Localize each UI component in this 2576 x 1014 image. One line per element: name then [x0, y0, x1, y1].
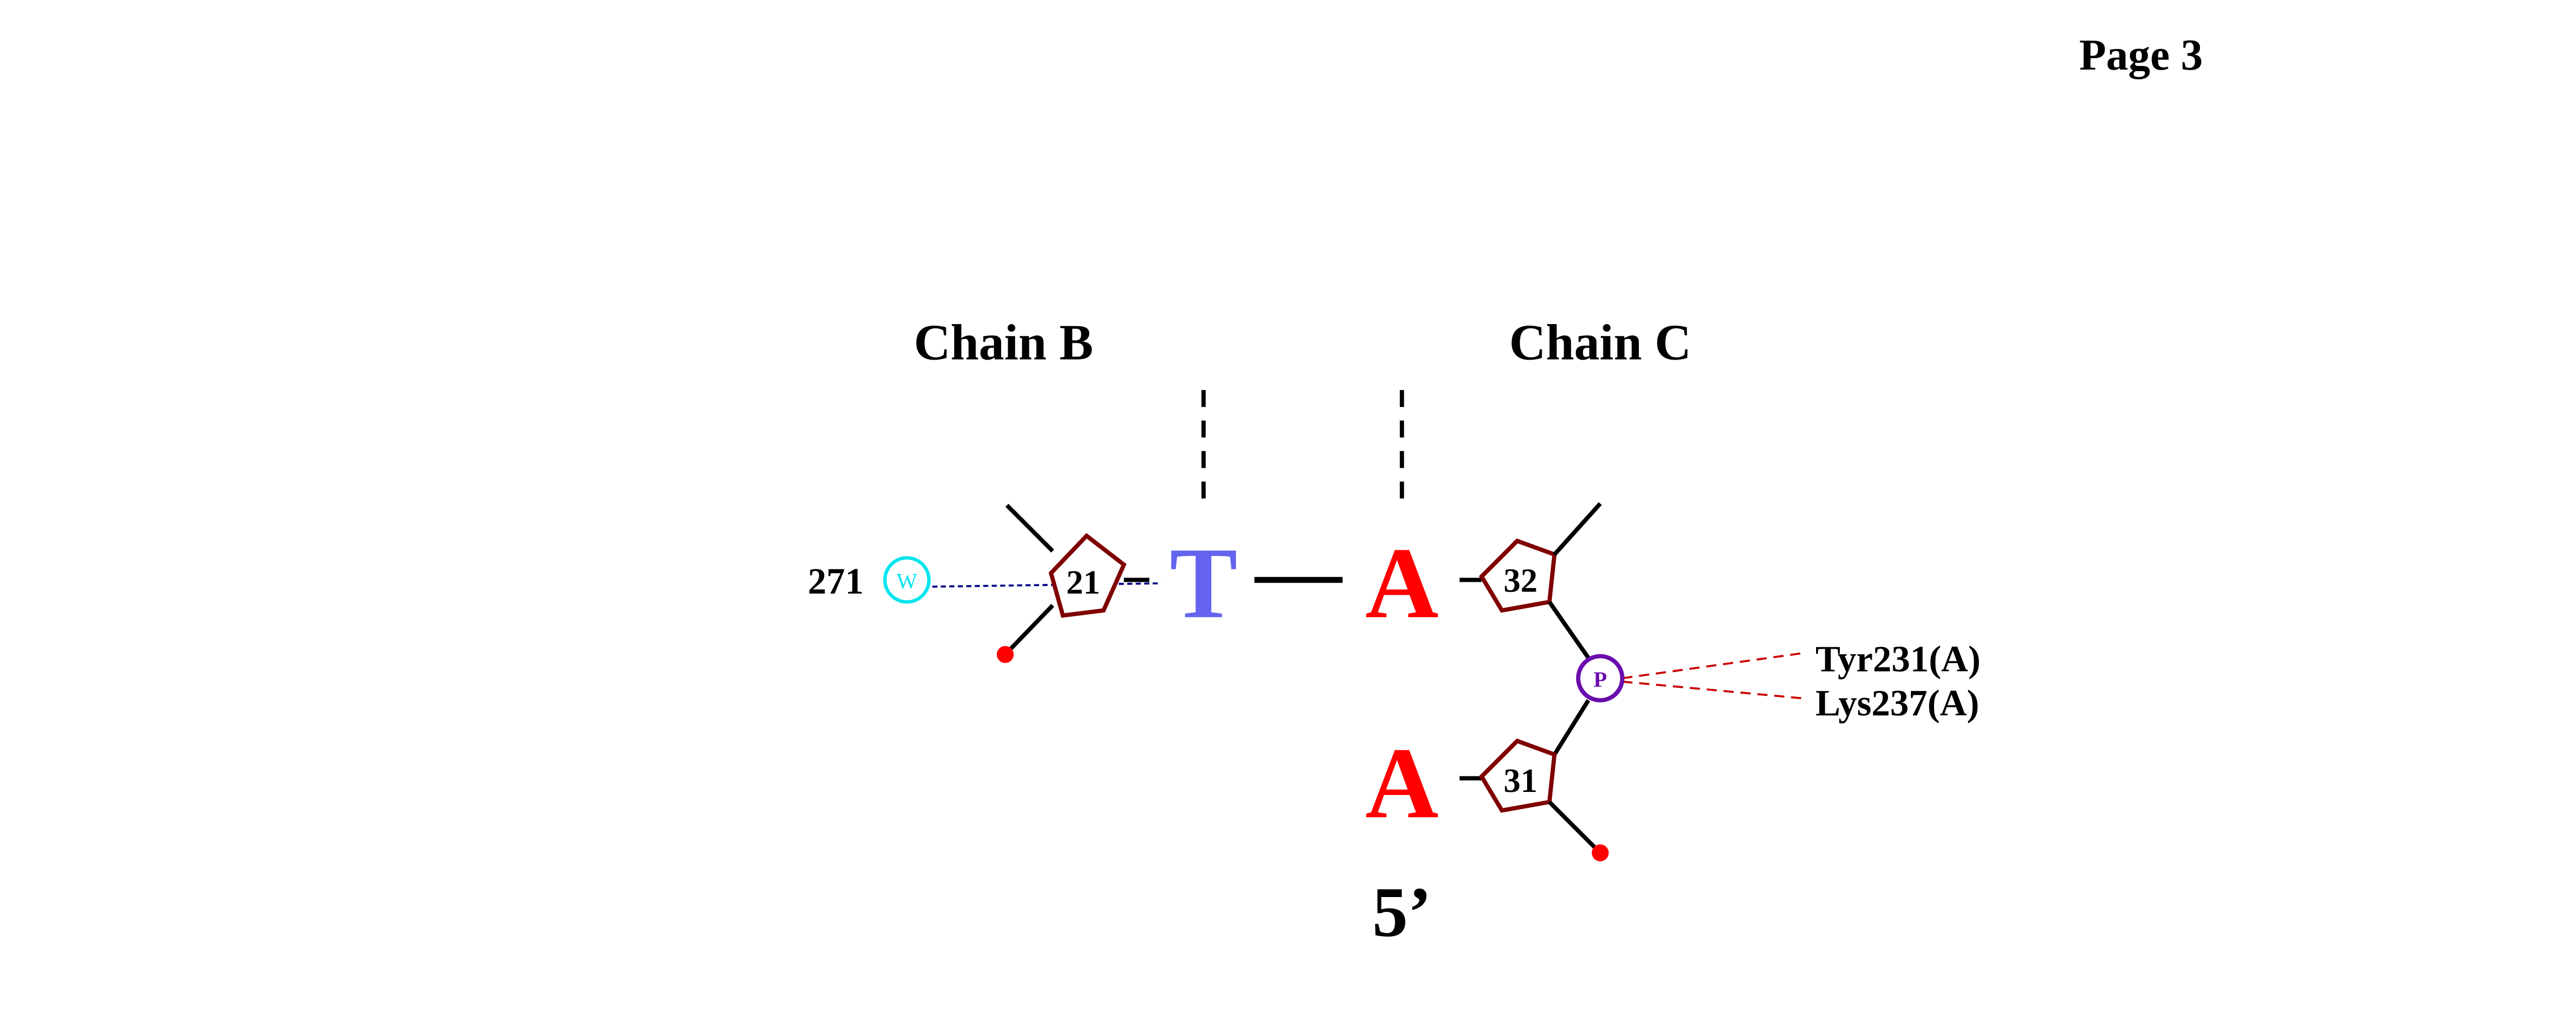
phosphate-icon [1576, 654, 1624, 703]
water-bond [932, 582, 1161, 588]
water-symbol: W [896, 569, 918, 594]
strand-5-prime-label: 5’ [1372, 872, 1432, 951]
sugar-32-ring-icon [1479, 538, 1557, 613]
sugar-32-upper-bond [1553, 502, 1602, 556]
chain-b-label: Chain B [914, 315, 1093, 371]
sugar-21-ring-icon [1048, 533, 1127, 618]
terminal-dot-chain-b [996, 646, 1014, 663]
protein-contact-tyr231: Tyr231(A) [1816, 638, 1980, 680]
base-a-chain-c-32: A [1365, 527, 1439, 639]
sugar-21-upper-bond [1005, 503, 1055, 553]
water-icon [883, 556, 931, 604]
residue-21-number: 21 [1066, 564, 1100, 601]
water-number: 271 [808, 561, 864, 602]
hbond-tyr231 [1622, 652, 1806, 680]
hbond-lys237 [1622, 680, 1806, 700]
sugar-32-phosphate-bond [1547, 600, 1590, 660]
phosphate-symbol: P [1594, 668, 1607, 692]
residue-32-number: 32 [1504, 562, 1538, 600]
chain-c-label: Chain C [1509, 315, 1691, 371]
sugar-31-lower-bond [1548, 800, 1602, 855]
sugar-31-ring-icon [1479, 738, 1557, 813]
phosphate-sugar-31-bond [1552, 699, 1590, 756]
base-a-chain-c-31: A [1365, 726, 1439, 839]
base-t-chain-b: T [1170, 527, 1238, 639]
page-label: Page 3 [2079, 30, 2203, 79]
protein-contact-lys237: Lys237(A) [1816, 683, 1979, 724]
residue-31-number: 31 [1504, 762, 1538, 800]
sugar-21-lower-bond [1004, 603, 1055, 656]
terminal-dot-chain-c [1591, 844, 1609, 861]
